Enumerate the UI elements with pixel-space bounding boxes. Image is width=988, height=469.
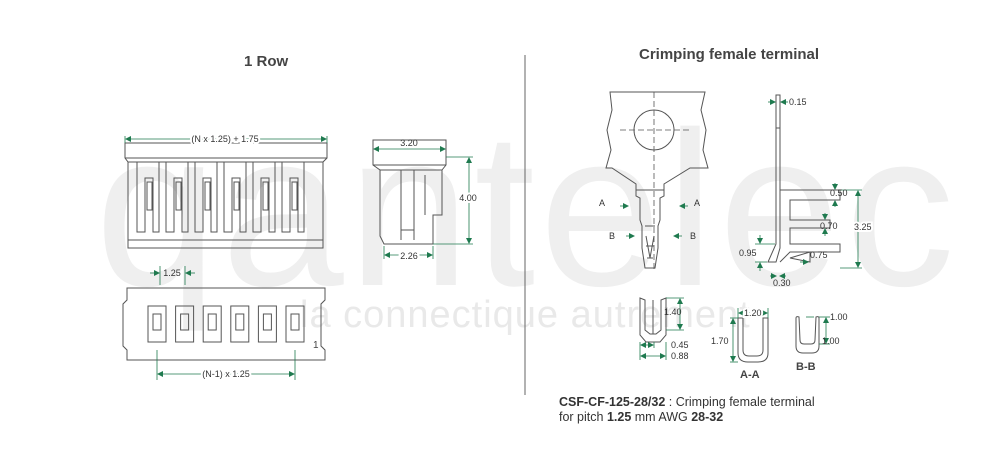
housing-slot (194, 162, 218, 233)
section-bb-title: B-B (796, 361, 816, 373)
section-aa-title: A-A (740, 369, 760, 381)
dim-base-width-label: 2.26 (400, 251, 418, 261)
section-aa-labels: 1.20 1.70 A-A (711, 306, 764, 381)
dim-pin-span: (N-1) x 1.25 (156, 350, 296, 381)
caption-separator: : (665, 395, 676, 409)
housing-slot (223, 162, 247, 233)
section-a-left: A (599, 198, 605, 208)
dim-pin-span-label: (N-1) x 1.25 (202, 369, 250, 379)
dim-120-label: 1.20 (744, 308, 762, 318)
pin-contact (207, 313, 217, 331)
section-bb-labels: 1.00 1.00 B-B (796, 312, 848, 373)
pin-cavity (202, 305, 222, 343)
dim-height-label: 4.00 (459, 193, 477, 203)
terminal-side-dims (755, 99, 862, 279)
housing-contact (262, 181, 269, 211)
dim-100a-label: 1.00 (830, 312, 848, 322)
pin-cavity (175, 305, 195, 343)
section-bb-dims (806, 316, 830, 345)
dim-045-label: 0.45 (671, 340, 689, 350)
terminal-caption: CSF-CF-125-28/32 : Crimping female termi… (559, 395, 815, 425)
dim-overall-width: (N x 1.25) + 1.75 (124, 132, 328, 146)
pin-cavity (230, 305, 250, 343)
pin-cavity (285, 305, 305, 343)
dim-075-label: 0.75 (810, 250, 828, 260)
housing-contact (291, 181, 298, 211)
dim-050-label: 0.50 (830, 188, 848, 198)
dim-side-width: 3.20 (373, 138, 446, 152)
section-b-right: B (690, 231, 696, 241)
pin-contact (180, 313, 190, 331)
housing-contact (204, 181, 211, 211)
dim-base-width: 2.26 (383, 246, 434, 263)
dim-088-label: 0.88 (671, 351, 689, 361)
pin-contact (152, 313, 162, 331)
dim-325-label: 3.25 (854, 222, 872, 232)
dim-side-width-label: 3.20 (400, 138, 418, 148)
pin-cavity (257, 305, 277, 343)
caption-awg: 28-32 (691, 410, 724, 424)
pin-cavity (147, 305, 167, 343)
pin-contact (235, 313, 245, 331)
section-bb-view (795, 316, 820, 354)
dim-030-label: 0.30 (773, 278, 791, 288)
dim-170-label: 1.70 (711, 336, 729, 346)
section-markers: A A B B (599, 198, 700, 241)
section-aa-view (737, 317, 769, 363)
dim-pitch: 1.25 (150, 266, 195, 285)
pin-contact (262, 313, 272, 331)
pin-contact (290, 313, 300, 331)
caption-line2-prefix: for pitch (559, 410, 607, 424)
terminal-side-labels: 0.15 0.50 0.70 3.25 0.95 0.75 0.30 (739, 97, 874, 288)
section-aa-dims (730, 308, 769, 363)
housing-slot (252, 162, 276, 233)
dim-070-label: 0.70 (820, 221, 838, 231)
housing-contact (233, 181, 240, 211)
dim-height: 4.00 (433, 156, 479, 245)
terminal-front-labels: 1.40 0.45 0.88 (664, 307, 689, 361)
housing-slot (281, 162, 305, 233)
section-a-right: A (694, 198, 700, 208)
caption-part-number: CSF-CF-125-28/32 (559, 395, 666, 409)
terminal-side-view (767, 94, 841, 263)
caption-description: Crimping female terminal (675, 395, 815, 409)
dim-095-label: 0.95 (739, 248, 757, 258)
housing-side-view (372, 139, 447, 245)
housing-slot (136, 162, 160, 233)
housing-front-view (124, 142, 328, 249)
housing-bottom-view (122, 287, 326, 361)
caption-pitch: 1.25 (606, 410, 632, 424)
left-panel-title: 1 Row (244, 53, 289, 70)
housing-contact (146, 181, 153, 211)
right-panel-title: Crimping female terminal (639, 46, 820, 63)
dim-140-label: 1.40 (664, 307, 682, 317)
housing-slot (165, 162, 189, 233)
pin-one-label: 1 (313, 340, 319, 351)
housing-contact (175, 181, 182, 211)
section-b-left: B (609, 231, 615, 241)
terminal-top-view (605, 91, 709, 270)
caption-mid: mm AWG (631, 410, 692, 424)
dim-overall-width-label: (N x 1.25) + 1.75 (191, 134, 258, 144)
watermark: qantelec la connectique autrement (95, 86, 955, 336)
dim-100b-label: 1.00 (822, 336, 840, 346)
dim-pitch-label: 1.25 (163, 268, 181, 278)
dim-thickness-label: 0.15 (789, 97, 807, 107)
terminal-front-dims (639, 297, 684, 360)
